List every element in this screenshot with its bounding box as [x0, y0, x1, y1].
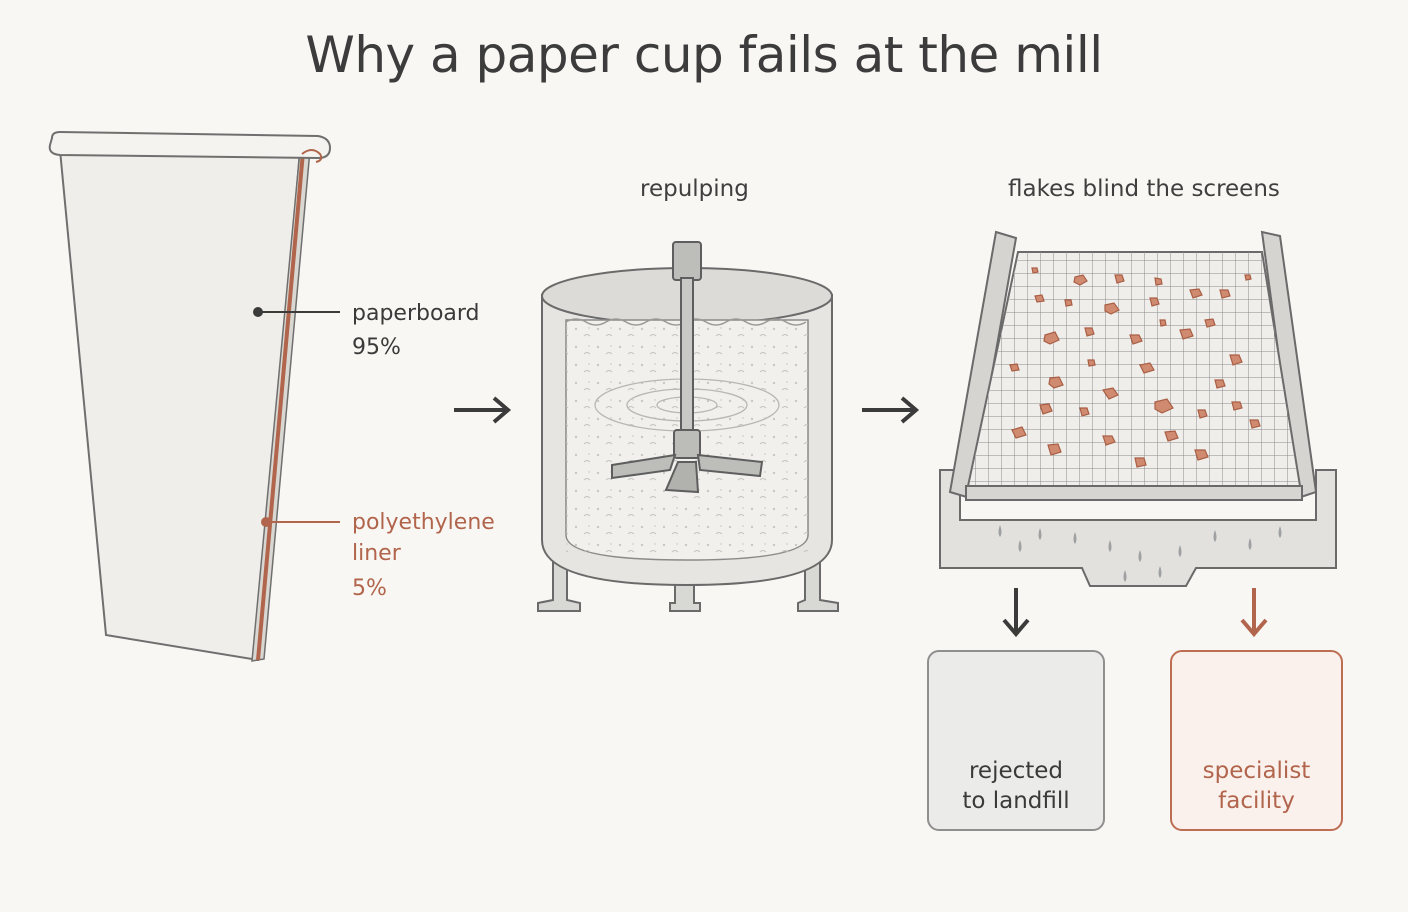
specialist-outcome-box: specialist facility	[1170, 650, 1343, 831]
specialist-outcome-text: specialist facility	[1172, 756, 1341, 816]
repulper-tank-illustration	[537, 241, 839, 612]
right-arrow-icon	[862, 396, 920, 424]
liner-percent: 5%	[352, 576, 387, 601]
screen-tray-illustration	[939, 230, 1337, 587]
down-arrow-icon	[1240, 588, 1268, 638]
landfill-outcome-text: rejected to landfill	[929, 756, 1103, 816]
landfill-outcome-box: rejected to landfill	[927, 650, 1105, 831]
cup-rim	[48, 130, 332, 160]
paper-cup-illustration	[48, 130, 340, 662]
down-arrow-icon	[1002, 588, 1030, 638]
landfill-line1: rejected	[968, 758, 1064, 784]
paperboard-label: paperboard	[352, 301, 480, 326]
liner-label-line2: liner	[352, 541, 401, 566]
screens-caption: flakes blind the screens	[1008, 176, 1280, 202]
page-title: Why a paper cup fails at the mill	[305, 26, 1103, 84]
specialist-line2: facility	[1218, 788, 1295, 814]
landfill-line2: to landfill	[962, 788, 1070, 814]
liner-stripe	[256, 151, 305, 661]
repulping-caption: repulping	[640, 176, 749, 202]
right-arrow-icon	[454, 396, 512, 424]
liner-label-line1: polyethylene	[352, 510, 495, 535]
paperboard-percent: 95%	[352, 335, 401, 360]
specialist-line1: specialist	[1202, 758, 1311, 784]
